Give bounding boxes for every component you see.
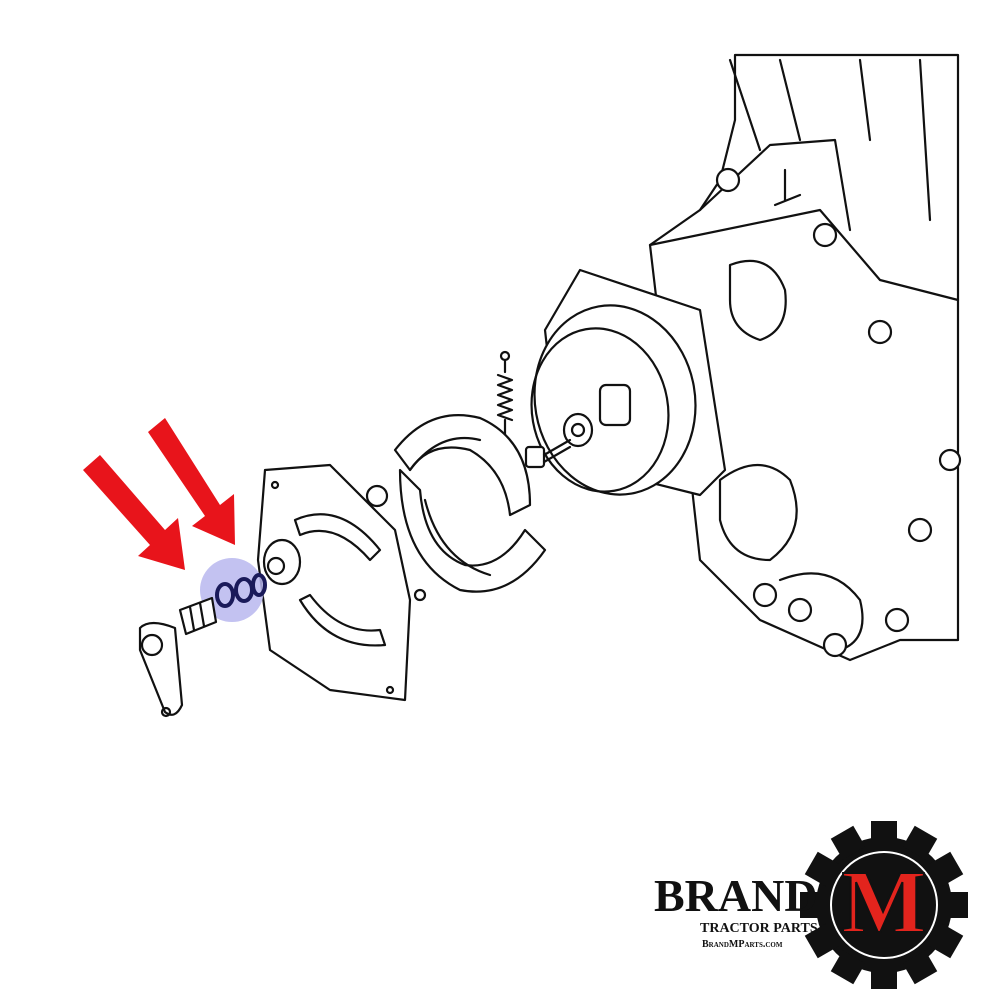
engine-housing [648,53,962,662]
logo-brand-text: BRAND [654,870,818,921]
logo-letter-m: M [841,853,928,952]
brake-shoes [393,414,547,593]
brake-drum [530,304,697,496]
o-rings [215,573,267,608]
gear-icon [800,821,968,989]
snap-ring [365,484,389,508]
logo-website: BrandMParts.com [702,939,783,950]
brake-cam-shaft [138,596,218,718]
bolt [524,438,572,469]
backing-plate [256,463,427,702]
brand-m-logo: M BRAND TRACTOR PARTS BrandMParts.com [650,820,980,990]
return-spring [496,358,514,442]
logo-tagline: TRACTOR PARTS [700,921,818,936]
arrow-pointer-icon [83,418,235,570]
